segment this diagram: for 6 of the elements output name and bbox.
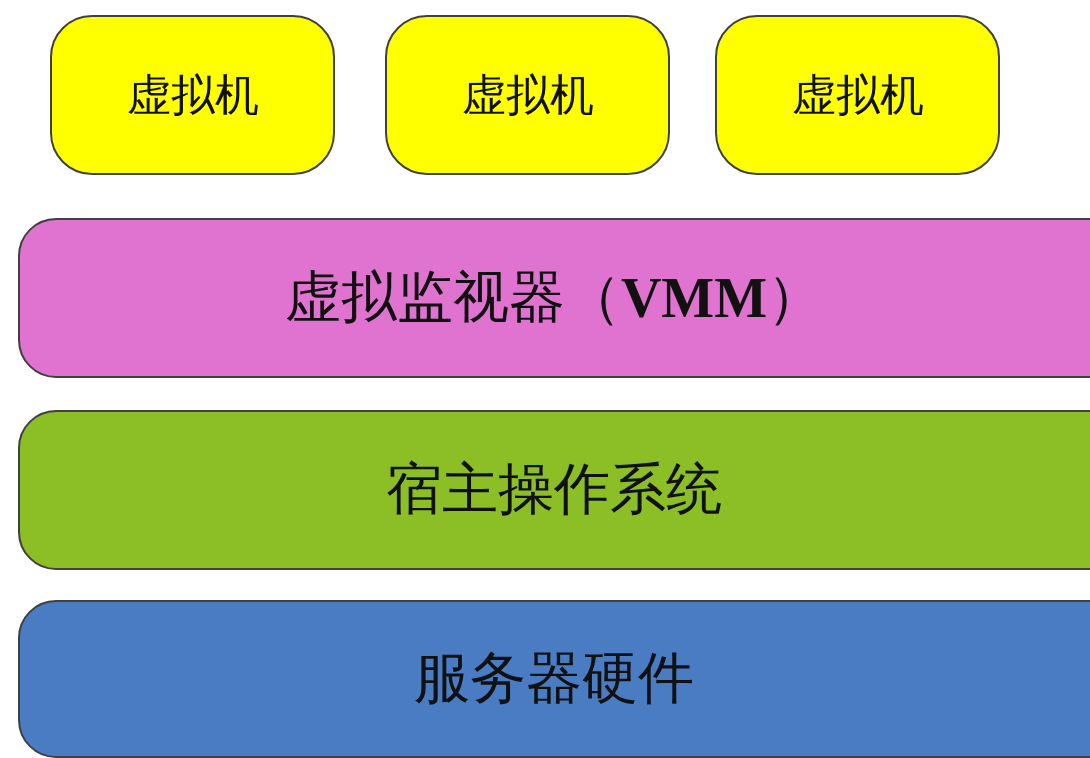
virtual-machine-box: 虚拟机 [385, 15, 670, 175]
virtual-machine-box: 虚拟机 [715, 15, 1000, 175]
layer-band: 宿主操作系统 [18, 410, 1090, 570]
virtual-machine-box: 虚拟机 [50, 15, 335, 175]
layer-band: 虚拟监视器（VMM） [18, 218, 1090, 378]
layer-band: 服务器硬件 [18, 600, 1090, 758]
